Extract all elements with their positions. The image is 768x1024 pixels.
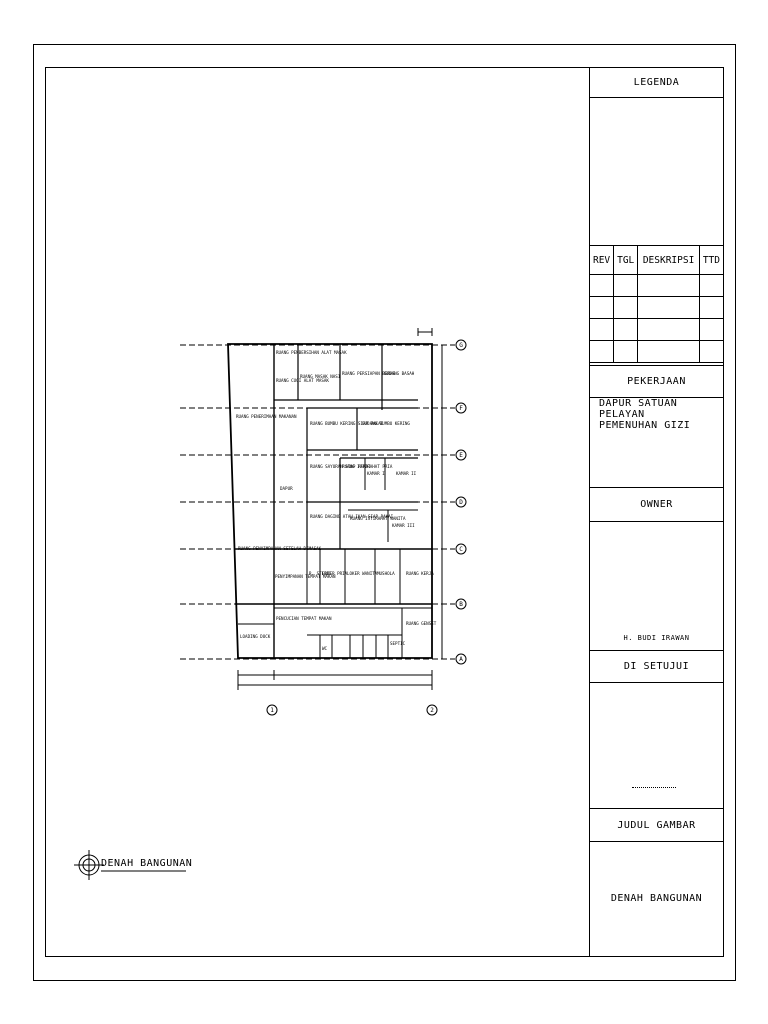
grid-label: E	[459, 452, 463, 459]
room-label: DAPUR	[280, 486, 293, 491]
revision-table: REV TGL DESKRIPSI TTD	[590, 245, 723, 363]
room-label: RUANG PERSIAPAN BERAS	[342, 371, 395, 376]
grid-label: F	[459, 405, 463, 412]
room-label: GUDANG BASAH	[384, 371, 415, 376]
room-label: RUANG PENYIMPANAN SETELAH DIMASAK	[238, 546, 322, 551]
grid-label: D	[459, 499, 463, 506]
ttd-header: TTD	[698, 245, 723, 275]
drawing-title-label: JUDUL GAMBAR	[590, 809, 723, 842]
room-label: LOADING DOCK	[240, 634, 271, 639]
rev-header: REV	[590, 245, 615, 275]
room-label: RUANG ISTIRAHAT WANITA	[350, 516, 406, 521]
drawing-title: DENAH BANGUNAN	[610, 893, 703, 904]
project-name-line1: DAPUR SATUAN PELAYAN	[599, 398, 678, 420]
room-label: PENCUCIAN TEMPAT MAKAN	[276, 616, 332, 621]
grid-label: 2	[430, 707, 434, 714]
room-label: RUANG SAYURAN SIAP PAKAI	[310, 464, 371, 469]
deskripsi-header: DESKRIPSI	[637, 245, 700, 275]
owner-label: OWNER	[590, 488, 723, 522]
room-label: RUANG PENERIMAAN MAKANAN	[236, 414, 297, 419]
drawing-tag-symbol	[74, 850, 186, 880]
rev-row	[590, 274, 723, 297]
room-label: RUANG DAGING ATAU IKAN SIAP PAKAI	[310, 514, 394, 519]
rev-row	[590, 296, 723, 319]
room-label: RUANG MASAK NASI	[300, 374, 341, 379]
tgl-header: TGL	[613, 245, 639, 275]
grid-label: A	[459, 656, 463, 663]
legend-area	[590, 98, 723, 245]
project-label: PEKERJAAN	[590, 365, 723, 398]
room-label: KAMAR III	[392, 523, 415, 528]
room-label: RUANG PEMBERSIHAN ALAT MASAK	[276, 350, 347, 355]
signature-line	[632, 787, 676, 788]
grid-label: 1	[270, 707, 274, 714]
project-name: DAPUR SATUAN PELAYAN PEMENUHAN GIZI	[590, 398, 723, 488]
room-label: R. STERIL	[309, 571, 332, 576]
grid-label: B	[459, 601, 463, 608]
approval-area	[590, 683, 723, 809]
grid-label: G	[459, 342, 463, 349]
rev-row	[590, 340, 723, 363]
room-label: RUANG KERJA	[406, 571, 434, 576]
room-label: GUDANG BUMBU KERING	[362, 421, 410, 426]
outer-frame	[33, 44, 736, 981]
legend-header: LEGENDA	[590, 67, 723, 98]
building-outline	[227, 343, 433, 659]
room-label: RUANG BUMBU KERING SIAP PAKAI	[310, 421, 384, 426]
grid-labels: G F E D C B A 1 2	[270, 342, 463, 714]
inner-frame	[45, 67, 724, 957]
room-label: MUSHOLA	[377, 571, 395, 576]
owner-name: H. BUDI IRAWAN	[590, 522, 723, 651]
project-name-line2: PEMENUHAN GIZI	[599, 420, 691, 431]
room-label: WC	[322, 646, 328, 651]
floor-plan: G F E D C B A 1 2 RUANG PEMBERSIHAN ALAT…	[180, 328, 467, 716]
rev-row	[590, 318, 723, 341]
room-labels: RUANG PEMBERSIHAN ALAT MASAK RUANG CUCI …	[236, 350, 437, 651]
title-block: LEGENDA REV TGL DESKRIPSI TTD PEKERJAAN …	[589, 67, 724, 957]
room-label: PENYIMPANAN TEMPAT MAKAN	[275, 574, 336, 579]
grid-label: C	[459, 546, 463, 553]
grid-bubbles	[266, 339, 467, 716]
room-label: RUANG CUCI ALAT MASAK	[276, 378, 329, 383]
room-label: SEPTIC	[390, 641, 406, 646]
drawing-tag-label: DENAH BANGUNAN	[101, 858, 193, 869]
approved-label: DI SETUJUI	[590, 651, 723, 683]
room-label: KAMAR II	[396, 471, 417, 476]
room-label: LOKER WANITA	[347, 571, 378, 576]
room-label: RUANG GENSET	[406, 621, 437, 626]
room-label: RUANG ISTIRAHAT PRIA	[342, 464, 393, 469]
room-label: LOKER PRIA	[322, 571, 348, 576]
room-label: KAMAR I	[367, 471, 385, 476]
